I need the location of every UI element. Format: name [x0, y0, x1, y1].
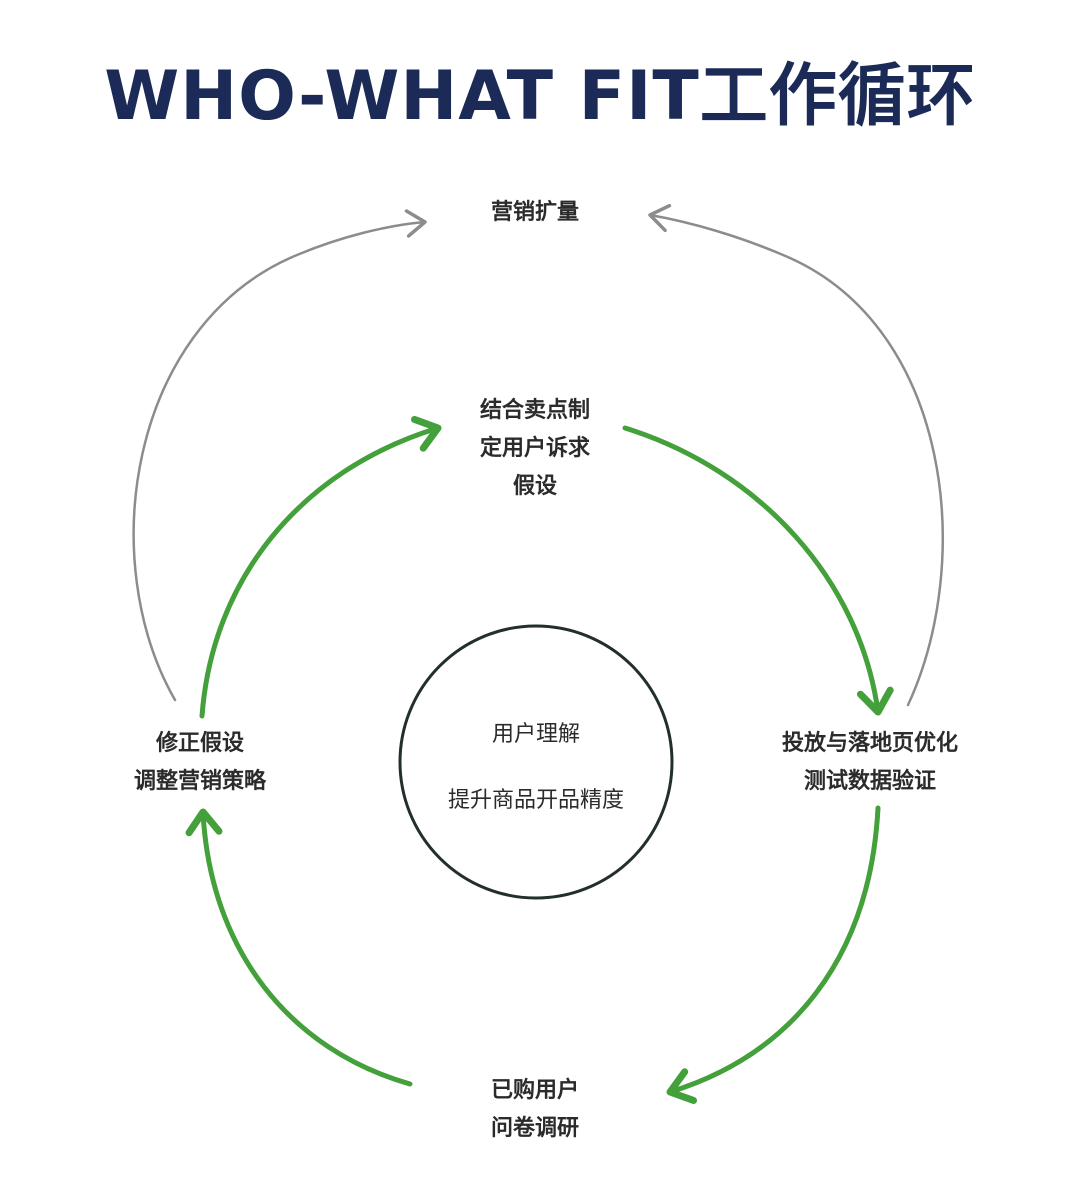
center-label-1: 用户理解 [491, 722, 580, 747]
node-top: 营销扩量 [435, 194, 635, 232]
node-top-line1: 营销扩量 [490, 200, 579, 225]
green-arrow-left-to-upper [199, 415, 442, 719]
node-bottom-line1: 已购用户 [490, 1078, 579, 1103]
center-circle [398, 624, 674, 900]
node-right-line2: 测试数据验证 [803, 769, 936, 794]
node-left-line2: 调整营销策略 [133, 769, 266, 794]
node-upper: 结合卖点制 定用户诉求 假设 [435, 392, 635, 506]
green-arrow-bottom-to-left [185, 808, 413, 1087]
node-bottom: 已购用户 问卷调研 [435, 1072, 635, 1148]
green-arrow-upper-to-right [622, 425, 894, 716]
node-upper-line2: 定用户诉求 [479, 436, 590, 461]
node-upper-line1: 结合卖点制 [479, 398, 590, 423]
node-upper-line3: 假设 [512, 474, 557, 499]
node-right: 投放与落地页优化 测试数据验证 [755, 725, 985, 801]
node-left: 修正假设 调整营销策略 [100, 725, 300, 801]
page-title: WHO-WHAT FIT工作循环 [104, 57, 976, 136]
center-label-2: 提升商品开品精度 [447, 788, 624, 813]
node-right-line1: 投放与落地页优化 [781, 731, 958, 756]
node-left-line1: 修正假设 [155, 731, 244, 756]
outer-arrow-right [648, 203, 944, 707]
outer-arrow-left [132, 209, 427, 702]
green-arrow-right-to-bottom [666, 805, 881, 1104]
node-bottom-line2: 问卷调研 [490, 1116, 579, 1141]
